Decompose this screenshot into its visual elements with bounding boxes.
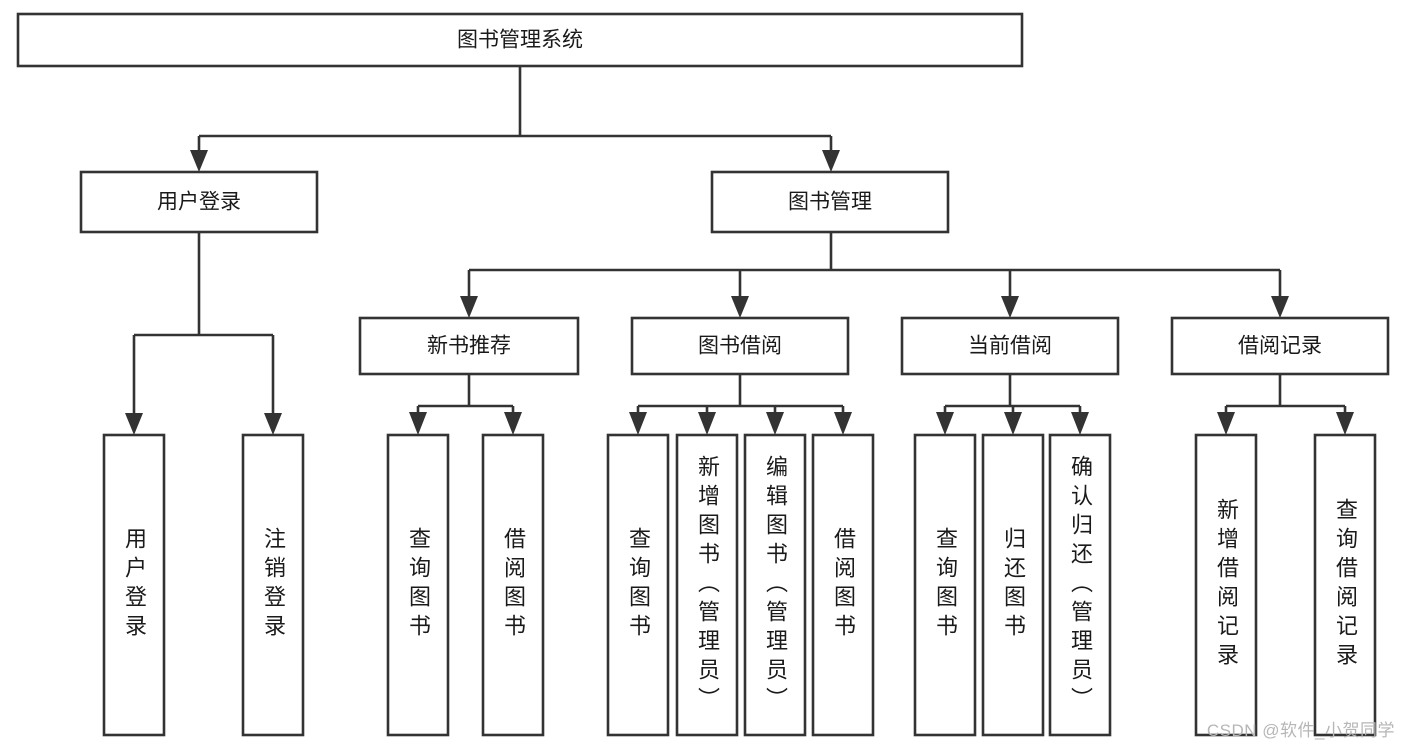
node-book-management[interactable]: 图书管理 xyxy=(710,170,950,234)
arrow-current-leaf-2 xyxy=(1004,412,1022,435)
arrow-to-user-login xyxy=(190,150,208,172)
leaf-rect-query-book-3[interactable] xyxy=(913,433,977,737)
leaf-rect-return-book[interactable] xyxy=(981,433,1045,737)
arrow-to-borrow-record xyxy=(1271,296,1289,318)
arrow-record-leaf-2 xyxy=(1336,412,1354,435)
node-new-book-recommend-label: 新书推荐 xyxy=(427,335,511,358)
node-current-borrow-label: 当前借阅 xyxy=(968,335,1052,358)
arrow-borrow-leaf-1 xyxy=(629,412,647,435)
leaf-rect-borrow-book-2[interactable] xyxy=(811,433,875,737)
leaf-rect-add-record[interactable] xyxy=(1194,433,1258,737)
leaf-rect-logout[interactable] xyxy=(241,433,305,737)
node-book-borrow-rect[interactable] xyxy=(630,316,850,376)
arrow-newbook-leaf-1 xyxy=(409,412,427,435)
leaf-rect-query-book-2[interactable] xyxy=(606,433,670,737)
arrow-borrow-leaf-4 xyxy=(834,412,852,435)
leaf-rect-edit-book[interactable] xyxy=(743,433,807,737)
leaf-rect-query-book-1[interactable] xyxy=(386,433,450,737)
connectors-group xyxy=(125,66,1354,435)
node-new-book-recommend[interactable]: 新书推荐 xyxy=(358,316,580,376)
node-user-login-label: 用户登录 xyxy=(157,191,241,214)
arrow-current-leaf-1 xyxy=(936,412,954,435)
arrow-borrow-leaf-2 xyxy=(698,412,716,435)
node-book-management-rect[interactable] xyxy=(710,170,950,234)
leaf-rect-user-login[interactable] xyxy=(102,433,166,737)
arrow-borrow-leaf-3 xyxy=(766,412,784,435)
arrow-to-current-borrow xyxy=(1001,296,1019,318)
arrow-to-leaf-logout xyxy=(264,413,282,435)
arrow-current-leaf-3 xyxy=(1071,412,1089,435)
leaf-nodes-group xyxy=(102,433,1377,737)
leaf-rect-add-book[interactable] xyxy=(675,433,739,737)
node-book-borrow-label: 图书借阅 xyxy=(698,335,782,358)
node-root-label: 图书管理系统 xyxy=(457,29,583,52)
node-new-book-recommend-rect[interactable] xyxy=(358,316,580,376)
node-borrow-record[interactable]: 借阅记录 xyxy=(1170,316,1390,376)
node-current-borrow-rect[interactable] xyxy=(900,316,1120,376)
leaf-rect-borrow-book-1[interactable] xyxy=(481,433,545,737)
arrow-to-leaf-user-login xyxy=(125,413,143,435)
node-book-borrow[interactable]: 图书借阅 xyxy=(630,316,850,376)
arrow-newbook-leaf-2 xyxy=(504,412,522,435)
leaf-rect-confirm-return[interactable] xyxy=(1048,433,1112,737)
node-user-login[interactable]: 用户登录 xyxy=(79,170,319,234)
arrow-record-leaf-1 xyxy=(1217,412,1235,435)
arrow-to-book-borrow xyxy=(731,296,749,318)
leaf-rect-query-record[interactable] xyxy=(1313,433,1377,737)
node-book-management-label: 图书管理 xyxy=(788,191,872,214)
node-current-borrow[interactable]: 当前借阅 xyxy=(900,316,1120,376)
node-user-login-rect[interactable] xyxy=(79,170,319,234)
arrow-to-new-book-rec xyxy=(460,296,478,318)
node-root-rect[interactable] xyxy=(16,12,1024,68)
node-borrow-record-label: 借阅记录 xyxy=(1238,335,1322,358)
node-borrow-record-rect[interactable] xyxy=(1170,316,1390,376)
node-root[interactable]: 图书管理系统 xyxy=(16,12,1024,68)
arrow-to-book-manage xyxy=(822,150,840,172)
